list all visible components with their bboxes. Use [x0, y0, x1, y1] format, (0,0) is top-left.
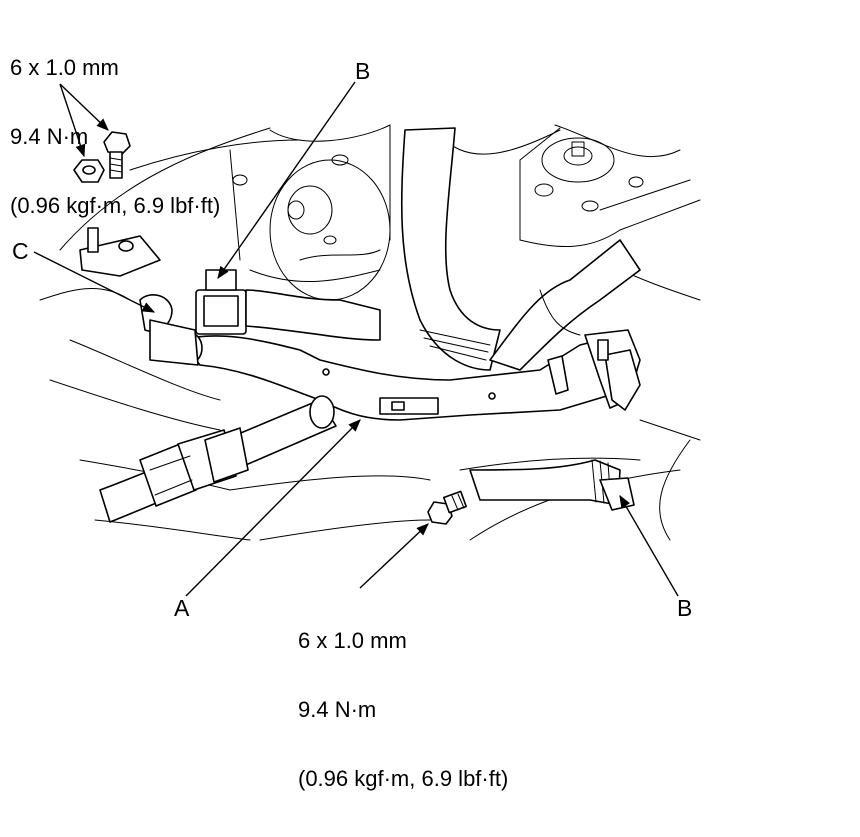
callout-b-bottom: B [677, 595, 693, 621]
upper-left-bracket [79, 227, 161, 277]
bracket-a [179, 335, 611, 421]
right-hose [489, 239, 641, 371]
vertical-hose [400, 127, 501, 371]
torque-bottom-line2: 9.4 N·m [298, 697, 377, 722]
hose-clamp-b-top [195, 269, 381, 341]
torque-spec-bottom: 6 x 1.0 mm 9.4 N·m (0.96 kgf·m, 6.9 lbf·… [298, 583, 508, 836]
strut-tower [534, 137, 644, 212]
driveshaft [99, 395, 337, 523]
nut-top-left [73, 159, 105, 183]
lower-hose [469, 459, 635, 511]
torque-top-line1: 6 x 1.0 mm [10, 55, 119, 80]
bolt-bottom [427, 490, 467, 525]
torque-bottom-line3: (0.96 kgf·m, 6.9 lbf·ft) [298, 766, 509, 791]
callout-c: C [12, 238, 29, 264]
diagram-stage: 6 x 1.0 mm 9.4 N·m (0.96 kgf·m, 6.9 lbf·… [10, 10, 701, 790]
callout-a: A [174, 595, 190, 621]
bolt-top-left [103, 131, 131, 179]
brake-assembly [232, 154, 391, 301]
callout-b-top: B [355, 58, 371, 84]
torque-bottom-line1: 6 x 1.0 mm [298, 628, 407, 653]
clamp-c [139, 294, 203, 366]
torque-top-line3: (0.96 kgf·m, 6.9 lbf·ft) [10, 193, 221, 218]
right-clip [584, 329, 641, 411]
exploded-view-drawing [33, 81, 701, 597]
torque-spec-top: 6 x 1.0 mm 9.4 N·m (0.96 kgf·m, 6.9 lbf·… [10, 10, 220, 263]
torque-top-line2: 9.4 N·m [10, 124, 89, 149]
leader-lines [33, 81, 679, 597]
